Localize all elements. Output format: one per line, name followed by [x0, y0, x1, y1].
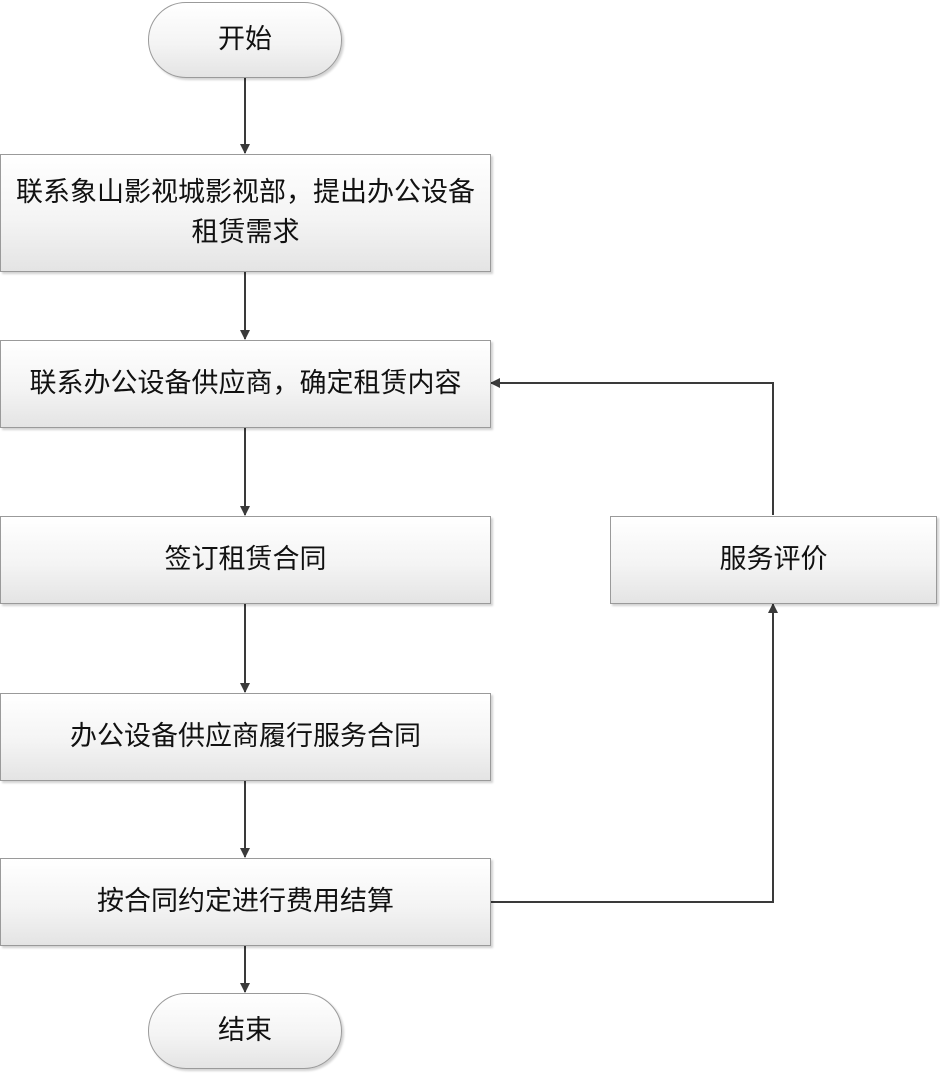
start-label: 开始: [218, 24, 272, 55]
step-contact-supplier-node: 联系办公设备供应商，确定租赁内容: [0, 340, 491, 428]
step-contact-supplier-label: 联系办公设备供应商，确定租赁内容: [29, 368, 462, 399]
step-sign-contract-node: 签订租赁合同: [0, 516, 491, 604]
step-fulfill-contract-node: 办公设备供应商履行服务合同: [0, 693, 491, 781]
service-evaluation-node: 服务评价: [610, 516, 937, 604]
service-evaluation-label: 服务评价: [719, 544, 828, 575]
step-settlement-label: 按合同约定进行费用结算: [97, 886, 394, 917]
arrow-step5-to-evaluation: [491, 603, 778, 903]
step-settlement-node: 按合同约定进行费用结算: [0, 858, 491, 946]
start-node: 开始: [148, 2, 342, 78]
end-node: 结束: [148, 993, 342, 1069]
arrow-evaluation-to-step2: [490, 378, 774, 515]
step-request-node: 联系象山影视城影视部，提出办公设备租赁需求: [0, 154, 491, 272]
step-sign-contract-label: 签订租赁合同: [164, 544, 327, 575]
end-label: 结束: [218, 1015, 272, 1046]
step-request-label: 联系象山影视城影视部，提出办公设备租赁需求: [16, 177, 475, 248]
step-fulfill-contract-label: 办公设备供应商履行服务合同: [70, 721, 421, 752]
